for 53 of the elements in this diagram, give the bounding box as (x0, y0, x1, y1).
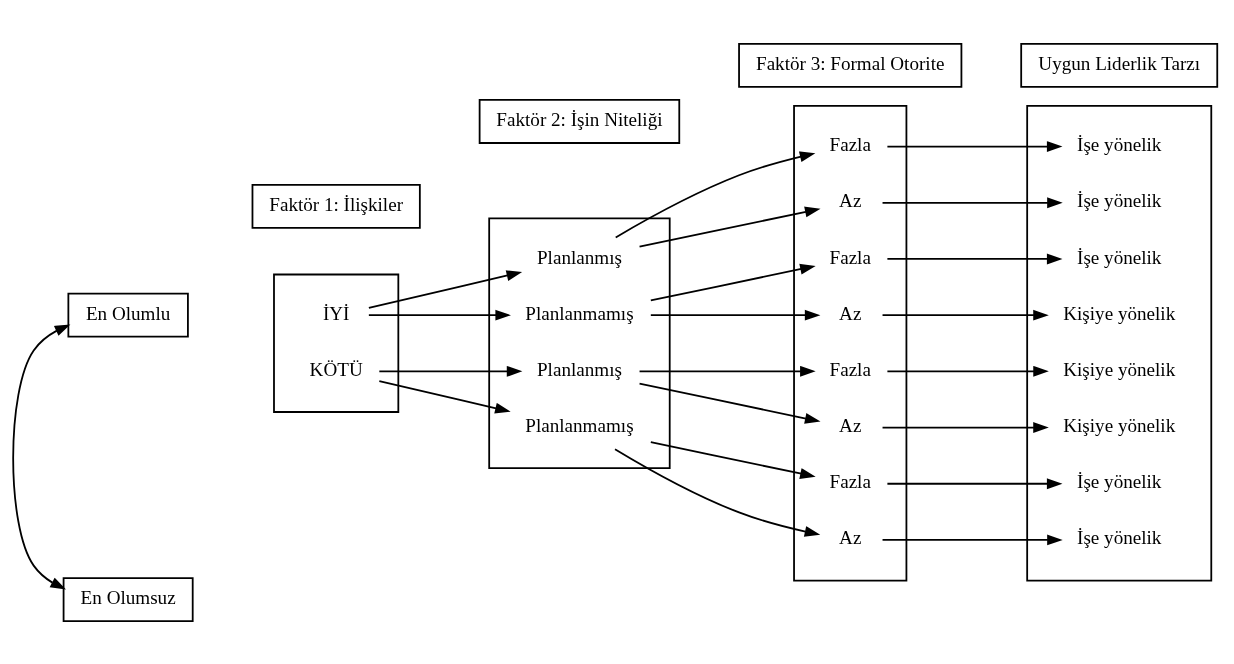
node-text: Fazla (829, 358, 871, 380)
node-box: Faktör 1: İlişkiler (251, 183, 421, 229)
arrow (614, 150, 816, 238)
arrow (378, 379, 511, 414)
arrow (614, 447, 821, 537)
node-text: Kişiye yönelik (1063, 358, 1176, 380)
arrow (886, 477, 1063, 489)
node-text: Planlanmamış (525, 414, 634, 436)
arrow (378, 365, 523, 377)
node-text: İşe yönelik (1077, 526, 1162, 548)
node-text: KÖTÜ (309, 358, 363, 380)
arrow (886, 140, 1063, 152)
node-box: Uygun Liderlik Tarzı (1020, 42, 1219, 88)
arrow (638, 365, 816, 377)
node-text: Planlanmış (536, 246, 622, 268)
node-box: En Olumsuz (62, 576, 194, 622)
node-text: İşe yönelik (1077, 133, 1162, 155)
arrow (881, 421, 1049, 433)
cluster (488, 216, 671, 469)
cluster (1026, 104, 1213, 581)
arrow (881, 309, 1049, 321)
arrow (638, 382, 821, 424)
node-text: Az (839, 189, 862, 211)
node-text: Fazla (829, 470, 871, 492)
arrow (649, 440, 816, 479)
node-text: Kişiye yönelik (1063, 414, 1176, 436)
node-text: Az (839, 526, 862, 548)
arrow (649, 263, 816, 301)
arrow (367, 269, 523, 309)
arrow (886, 365, 1049, 377)
node-text: İYİ (322, 302, 350, 324)
arrow (886, 253, 1063, 264)
node-text: Kişiye yönelik (1063, 302, 1176, 324)
node-box: Faktör 3: Formal Otorite (738, 42, 963, 88)
cluster (793, 104, 908, 581)
node-text: Planlanmış (536, 358, 622, 380)
arrow (649, 309, 821, 321)
node-text: Az (839, 302, 862, 324)
arrow (367, 309, 511, 321)
arrow (881, 196, 1063, 208)
arrow (638, 206, 821, 248)
node-text: Fazla (829, 133, 871, 155)
arrow (12, 323, 71, 590)
node-text: İşe yönelik (1077, 246, 1162, 268)
node-text: Az (839, 414, 862, 436)
cluster (273, 273, 400, 413)
node-text: Planlanmamış (525, 302, 634, 324)
node-text: Fazla (829, 246, 871, 268)
node-box: Faktör 2: İşin Niteliği (478, 98, 681, 144)
arrow (881, 533, 1063, 545)
node-text: İşe yönelik (1077, 189, 1162, 211)
node-text: İşe yönelik (1077, 470, 1162, 492)
node-box: En Olumlu (67, 292, 189, 338)
